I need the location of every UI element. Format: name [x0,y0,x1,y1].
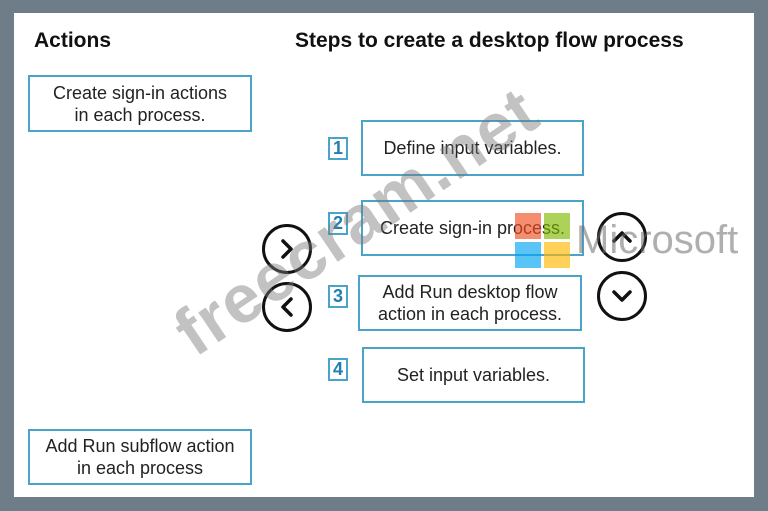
move-down-button[interactable] [597,271,647,321]
action-item-label: Create sign-in actions in each process. [52,82,228,125]
step-slot-4[interactable]: Set input variables. [362,347,585,403]
steps-heading: Steps to create a desktop flow process [295,29,684,52]
step-number-1: 1 [328,137,348,160]
step-number-4: 4 [328,358,348,381]
step-label: Create sign-in process. [379,218,566,238]
step-slot-3[interactable]: Add Run desktop flow action in each proc… [358,275,582,331]
chevron-left-icon [281,297,293,317]
step-slot-2[interactable]: Create sign-in process. [361,200,584,256]
step-label: Add Run desktop flow action in each proc… [377,282,563,324]
step-number-3: 3 [328,285,348,308]
move-left-button[interactable] [262,282,312,332]
action-item-label: Add Run subflow action in each process [45,436,235,478]
step-label: Set input variables. [396,365,551,385]
action-item-create-sign-in[interactable]: Create sign-in actions in each process. [28,75,252,132]
step-slot-1[interactable]: Define input variables. [361,120,584,176]
chevron-down-icon [612,290,632,302]
chevron-right-icon [281,239,293,259]
step-label: Define input variables. [383,138,562,158]
actions-heading: Actions [34,29,112,52]
action-item-add-run-subflow[interactable]: Add Run subflow action in each process [28,429,252,485]
move-up-button[interactable] [597,212,647,262]
chevron-up-icon [612,231,632,243]
drag-drop-panel: Actions Steps to create a desktop flow p… [14,13,754,497]
move-right-button[interactable] [262,224,312,274]
step-number-2: 2 [328,212,348,235]
